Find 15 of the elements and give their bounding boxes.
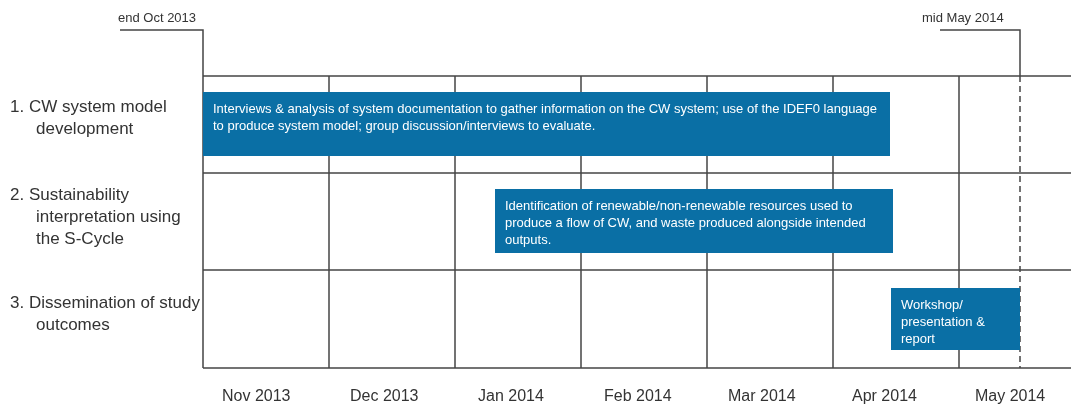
month-label: Jan 2014 [478, 387, 544, 405]
marker-label: mid May 2014 [922, 10, 1004, 25]
month-label: Dec 2013 [350, 387, 419, 405]
month-label: Mar 2014 [728, 387, 796, 405]
month-label: Nov 2013 [222, 387, 291, 405]
row-label: 1. CW system model development [10, 96, 168, 140]
task-bar: Identification of renewable/non-renewable resources used to produce a flow of CW, and waste produced alongside intended outputs. [495, 189, 893, 253]
task-bar: Interviews & analysis of system documentation to gather information on the CW system; use of the IDEF0 language to produce system model; group discussion/interviews to evaluate. [203, 92, 890, 156]
row-label: 2. Sustainability interpretation using the S-Cycle [10, 184, 182, 250]
month-label: May 2014 [975, 387, 1046, 405]
month-label: Feb 2014 [604, 387, 672, 405]
task-bar: Workshop/ presentation & report [891, 288, 1020, 350]
marker-label: end Oct 2013 [118, 10, 197, 25]
month-label: Apr 2014 [852, 387, 917, 405]
row-label: 3. Dissemination of study outcomes [10, 292, 201, 336]
